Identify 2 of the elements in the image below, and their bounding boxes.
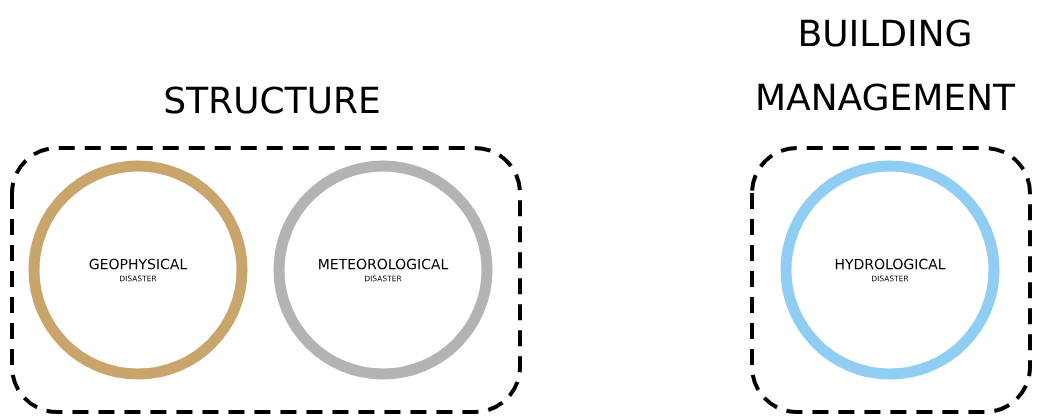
group-title: BUILDING MANAGEMENT [758, 19, 1016, 111]
group-title: STRUCTURE [165, 86, 379, 114]
